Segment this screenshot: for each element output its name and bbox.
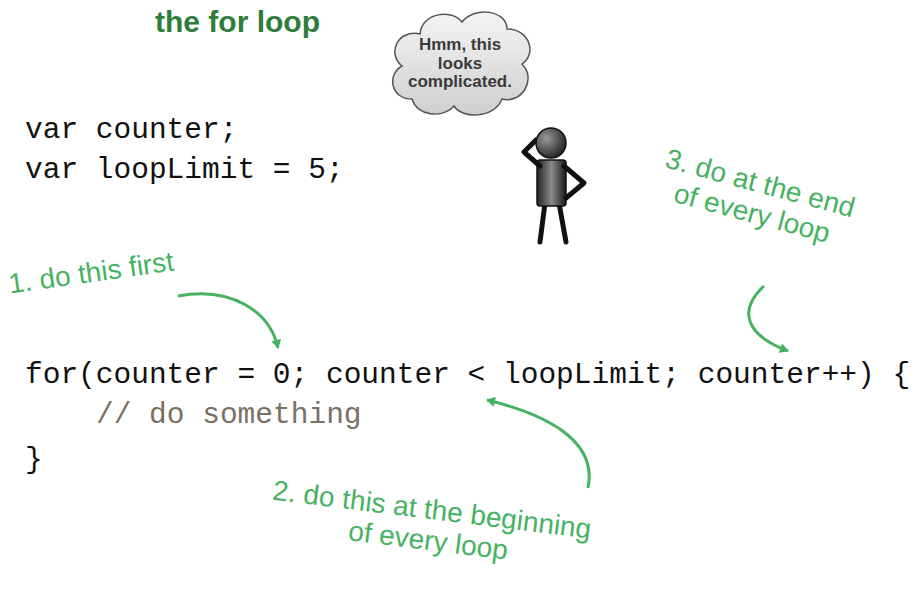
leader-arrow (749, 286, 788, 351)
cloud-shape (393, 12, 530, 115)
code-line: } (25, 443, 43, 478)
figure-leg (540, 203, 545, 242)
diagram-title: the for loop (155, 4, 320, 40)
figure-head (536, 128, 566, 158)
figure-arm (564, 166, 584, 198)
code-line: for(counter = 0; counter < loopLimit; co… (25, 358, 910, 393)
leader-arrow (487, 400, 589, 488)
code-line: var loopLimit = 5; (25, 153, 344, 188)
code-comment: // do something (96, 398, 362, 433)
stick-figure (524, 128, 584, 242)
figure-leg (559, 203, 566, 242)
cloud-text-group: Hmm, this looks complicated. (406, 36, 514, 92)
annotation: 1. do this first (7, 247, 176, 301)
code-line: var counter; (25, 113, 237, 148)
annotation: 3. do at the end of every loop (646, 142, 867, 256)
annotation: 2. do this at the beginning of every loo… (253, 474, 608, 578)
thought-text: Hmm, this looks complicated. (406, 36, 514, 92)
leader-arrow (178, 294, 278, 348)
thought-cloud: Hmm, this looks complicated. (382, 4, 538, 124)
